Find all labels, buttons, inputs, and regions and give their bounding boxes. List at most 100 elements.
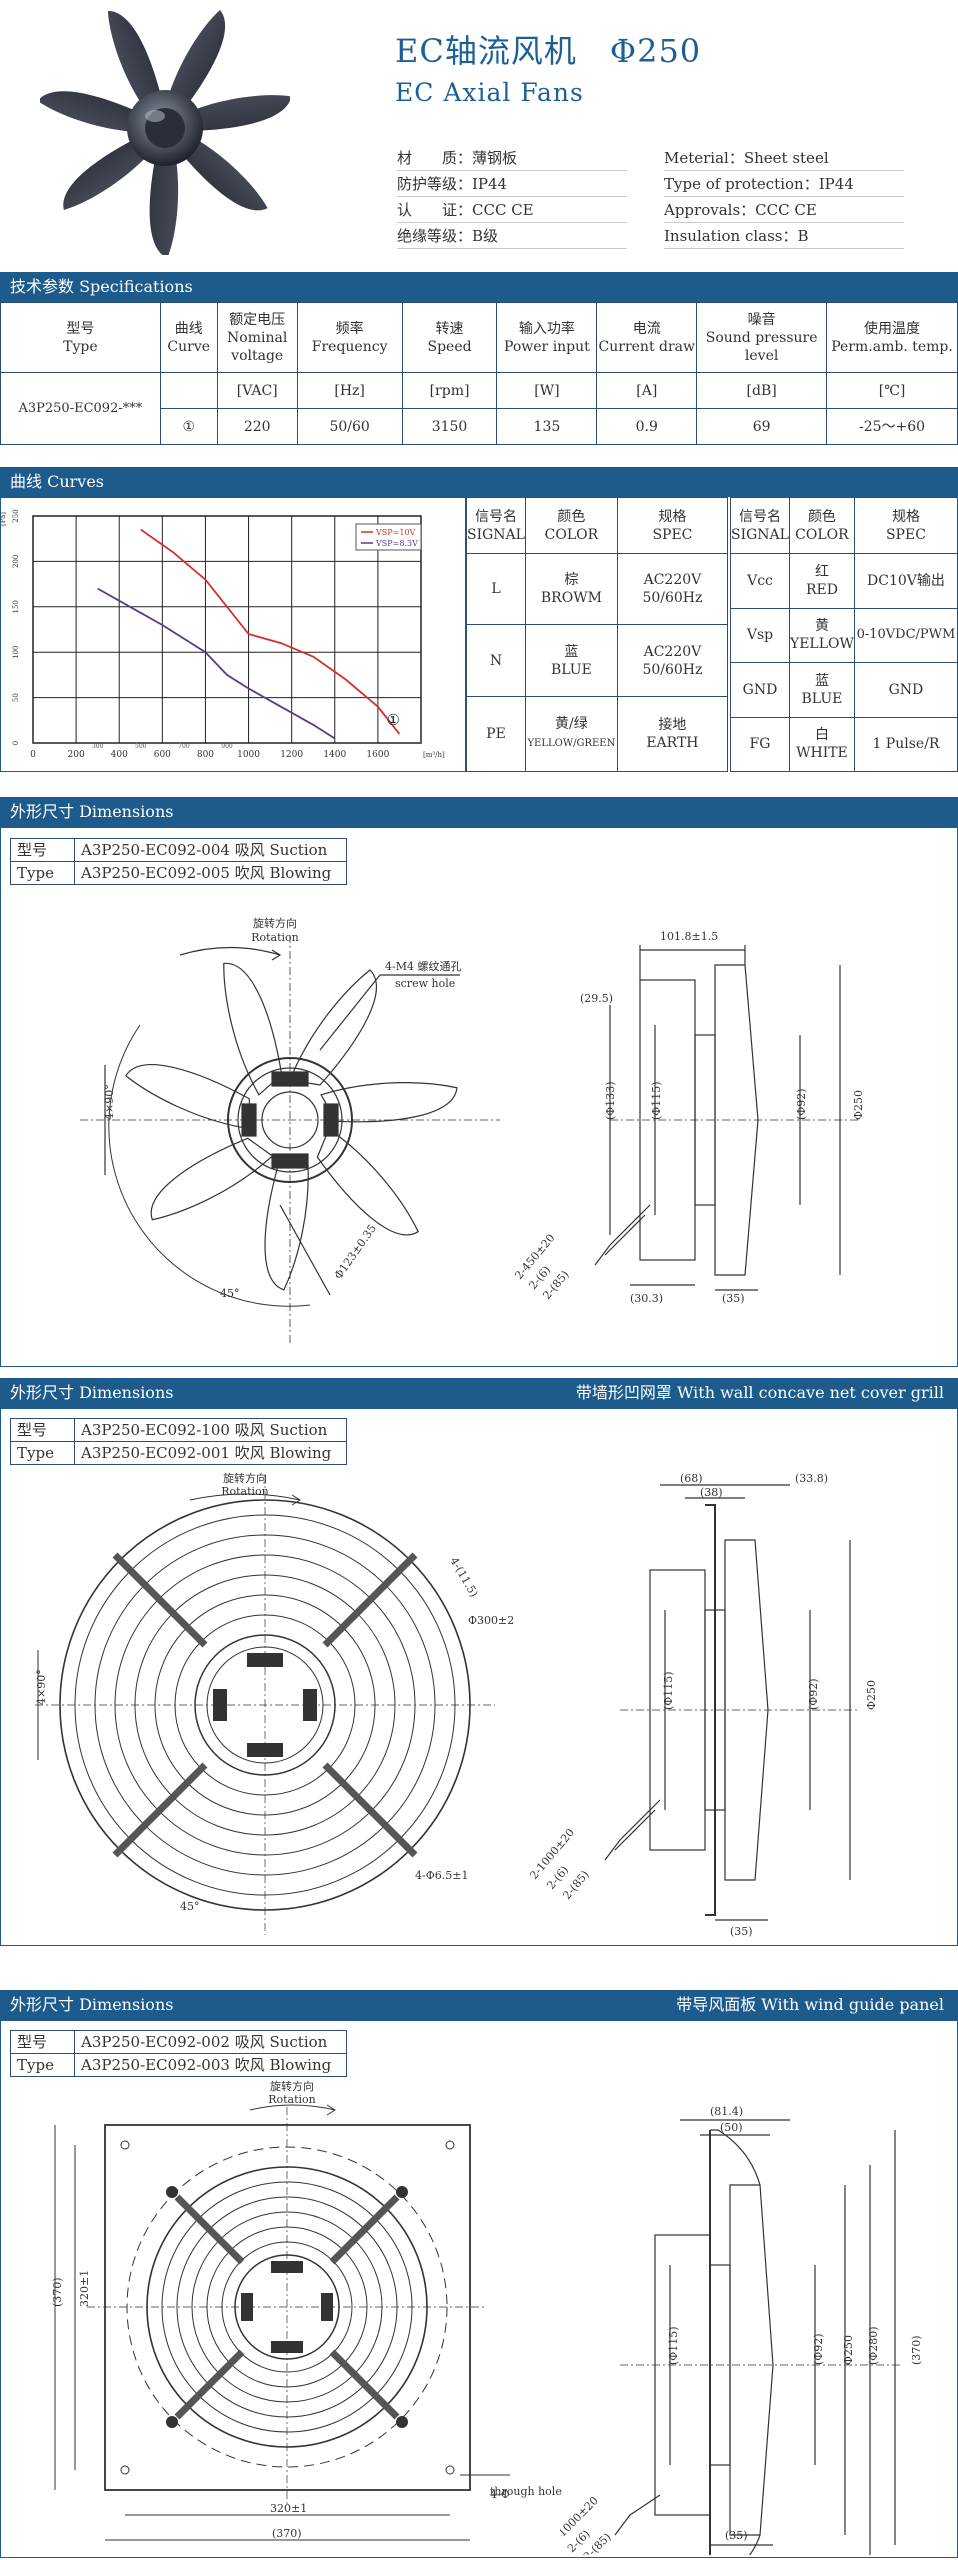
screw-hole-label-en: screw hole: [395, 977, 455, 990]
dim-68: (68): [680, 1472, 703, 1485]
legend-series-1: VSP=10V: [375, 528, 416, 537]
series-line-2: [97, 587, 336, 740]
dim-280: (Φ280): [867, 2326, 880, 2365]
dim-38: (38): [700, 1486, 723, 1499]
section-subtitle: 带墙形凹网罩 With wall concave net cover grill: [575, 1383, 944, 1402]
dim-30: (30.3): [630, 1292, 663, 1305]
y-tick-label: 0: [12, 741, 20, 745]
dim-92: (Φ92): [812, 2333, 825, 2365]
section-subtitle: 带导风面板 With wind guide panel: [676, 1995, 944, 2014]
y-tick-label: 150: [12, 600, 20, 613]
dim-250: Φ250: [842, 2335, 855, 2365]
dim-115: (Φ115): [650, 1081, 663, 1120]
drawing-front-2: 旋转方向 Rotation 4×90° 45° 4-(11.5) Φ300±2 …: [35, 1471, 514, 1935]
x-minor-tick-label: 700: [178, 743, 190, 750]
dim-4-11: 4-(11.5): [447, 1555, 480, 1599]
hole-label: 4-Φ6.5±1: [415, 1869, 468, 1882]
series-line-1: [140, 528, 401, 735]
x-minor-tick-label: 900: [221, 743, 233, 750]
angle-45-label: 45°: [220, 1287, 240, 1300]
angle-label: 4×90°: [103, 1084, 116, 1120]
section-title: 外形尺寸 Dimensions: [10, 1995, 174, 2014]
screw-hole-label-cn: 4-M4 螺纹通孔: [385, 959, 461, 973]
rotation-label-cn: 旋转方向: [253, 916, 297, 930]
x-minor-tick-label: 500: [135, 743, 147, 750]
y-tick-label: 250: [12, 509, 20, 522]
section-title: 曲线 Curves: [10, 472, 105, 491]
drawing-side-2: (68) (38) (33.8) (Φ115) (Φ92) Φ250 2-100…: [530, 1472, 878, 1938]
drawing-side-1: 101.8±1.5 (29.5) (Φ133) (Φ115) (Φ92) Φ25…: [512, 930, 865, 1305]
page-subtitle: EC Axial Fans: [395, 78, 584, 107]
dim-29: (29.5): [580, 992, 613, 1005]
y-tick-label: 200: [12, 555, 20, 568]
through-hole-note: through hole: [490, 2485, 562, 2498]
hole-label-cn: 4-Φ7 通孔: [490, 2488, 510, 2501]
x-tick-label: 1600: [366, 750, 389, 760]
dim-81-4: (81.4): [710, 2105, 743, 2118]
angle-45-label: 45°: [180, 1900, 200, 1913]
section-title: 外形尺寸 Dimensions: [10, 802, 174, 821]
section-bar-dimensions-2: 外形尺寸 Dimensions 带墙形凹网罩 With wall concave…: [0, 1378, 958, 1408]
spec-approvals-en: Approvals：CCC CE: [664, 199, 904, 223]
section-title: 外形尺寸 Dimensions: [10, 1383, 174, 1402]
drawing-front-1: 旋转方向 Rotation 4-M4 螺纹通孔 screw hole 4×90°…: [80, 916, 500, 1345]
x-tick-label: 1200: [280, 750, 303, 760]
dim-35: (35): [722, 1292, 745, 1305]
rotation-label-cn: 旋转方向: [270, 2080, 314, 2093]
units-row: A3P250-EC092-*** [VAC] [Hz] [rpm] [W] [A…: [0, 372, 958, 445]
rotation-label-en: Rotation: [221, 1485, 269, 1498]
spec-protection-cn: 防护等级：IP44: [397, 173, 627, 197]
angle-label: 4×90°: [35, 1669, 48, 1705]
x-tick-label: 0: [30, 750, 36, 760]
dim-35: (35): [725, 2529, 748, 2542]
spec-material-cn: 材 质：薄钢板: [397, 147, 627, 171]
type-cell: A3P250-EC092-***: [0, 372, 161, 445]
dim-50: (50): [720, 2121, 743, 2134]
dim-250: Φ250: [865, 1680, 878, 1710]
section-bar-curves: 曲线 Curves: [0, 467, 958, 497]
spec-insulation-cn: 绝缘等级：B级: [397, 225, 627, 249]
x-tick-label: 200: [68, 750, 85, 760]
drawing-side-3: (81.4) (50) (Φ115) (Φ92) Φ250 (Φ280) (37…: [560, 2105, 923, 2555]
dim-92: (Φ92): [795, 1088, 808, 1120]
section-bar-dimensions-3: 外形尺寸 Dimensions 带导风面板 With wind guide pa…: [0, 1990, 958, 2020]
x-tick-label: 1000: [237, 750, 260, 760]
dim-35: (35): [730, 1925, 753, 1938]
dim-115: (Φ115): [667, 2326, 680, 2365]
section-bar-specifications: 技术参数 Specifications: [0, 272, 958, 302]
x-tick-label: 400: [111, 750, 128, 760]
table-row: ① 220 50/60 3150 135 0.9 69 -25～+60: [1, 408, 958, 445]
rotation-label-cn: 旋转方向: [223, 1471, 267, 1485]
dim-370-v: (370): [51, 2277, 64, 2307]
chart-legend: VSP=10V VSP=8.3V: [355, 523, 422, 551]
spec-protection-en: Type of protection：IP44: [664, 173, 904, 197]
dim-370: (370): [910, 2335, 923, 2365]
product-photo: [37, 0, 292, 259]
x-axis-label: [m³/h]: [423, 751, 445, 759]
spec-approvals-cn: 认 证：CCC CE: [397, 199, 627, 223]
page-title: EC轴流风机 Φ250: [395, 32, 702, 70]
y-tick-label: 100: [12, 646, 20, 659]
dim-320-h: 320±1: [270, 2502, 307, 2515]
rotation-label-en: Rotation: [251, 931, 299, 944]
section-bar-dimensions-1: 外形尺寸 Dimensions: [0, 797, 958, 827]
